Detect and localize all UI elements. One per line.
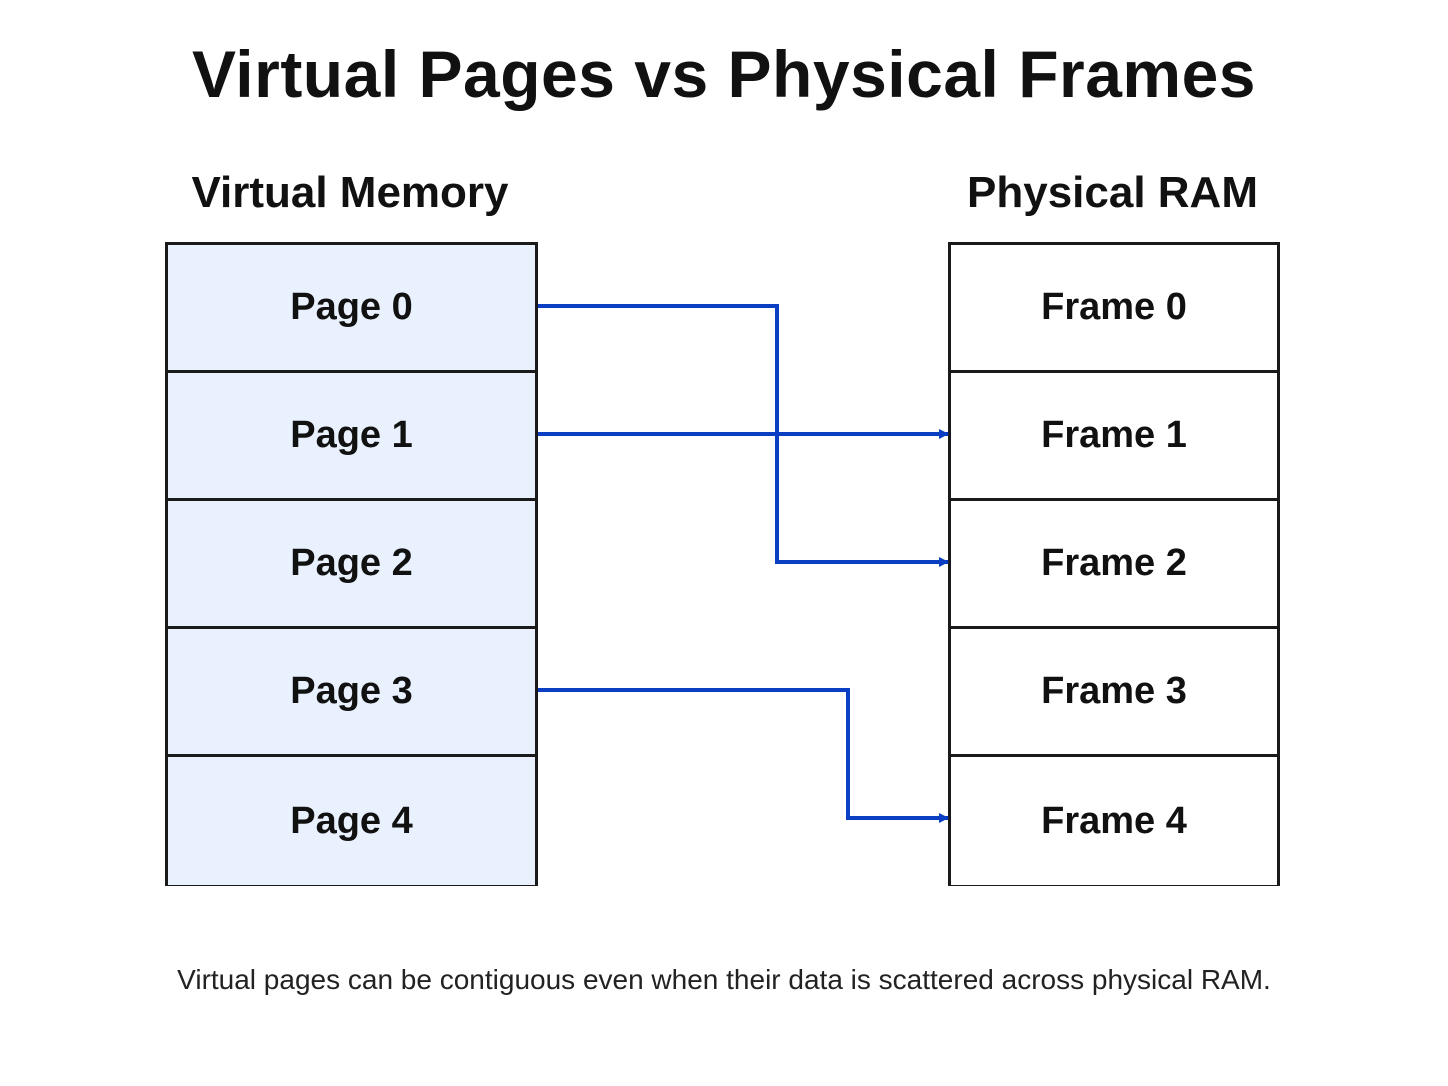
frame-0-cell: Frame 0 [951, 245, 1277, 373]
frame-4-cell: Frame 4 [951, 757, 1277, 885]
frame-3-cell: Frame 3 [951, 629, 1277, 757]
virtual-memory-stack: Page 0 Page 1 Page 2 Page 3 Page 4 [165, 242, 538, 886]
page-4-cell: Page 4 [168, 757, 535, 885]
frame-2-cell: Frame 2 [951, 501, 1277, 629]
diagram-title: Virtual Pages vs Physical Frames [191, 37, 1257, 111]
frame-1-cell: Frame 1 [951, 373, 1277, 501]
page-2-cell: Page 2 [168, 501, 535, 629]
arrow-page-3-to-frame-4 [538, 688, 949, 823]
physical-ram-heading: Physical RAM [967, 168, 1258, 217]
arrow-page-0-to-frame-2 [538, 304, 949, 567]
page-0-cell: Page 0 [168, 245, 535, 373]
virtual-memory-heading: Virtual Memory [191, 168, 509, 217]
physical-ram-stack: Frame 0 Frame 1 Frame 2 Frame 3 Frame 4 [948, 242, 1280, 886]
page-1-cell: Page 1 [168, 373, 535, 501]
caption: Virtual pages can be contiguous even whe… [177, 964, 1271, 995]
page-3-cell: Page 3 [168, 629, 535, 757]
